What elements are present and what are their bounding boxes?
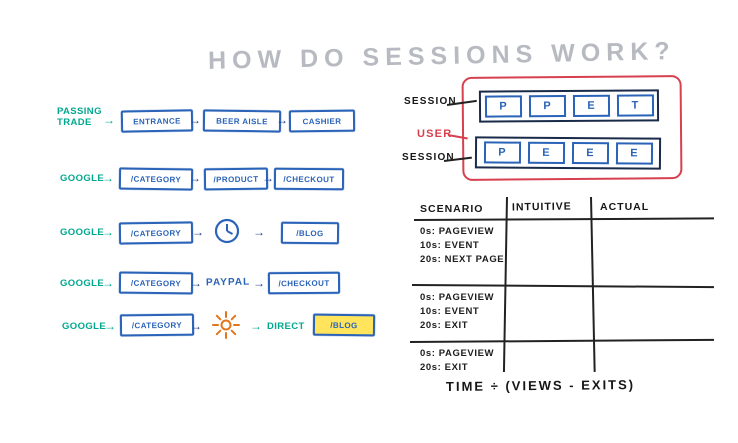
flow5-source: GOOGLE: [62, 321, 107, 332]
session-cell: T: [616, 94, 654, 117]
session-cell: E: [571, 142, 609, 165]
arrow-icon: →: [253, 225, 265, 239]
scenario-line: 0s: PAGEVIEW: [420, 348, 495, 359]
arrow-icon: →: [104, 319, 116, 333]
arrow-icon: →: [189, 113, 201, 127]
arrow-icon: →: [192, 225, 204, 239]
session-row-2: P E E E: [474, 136, 662, 170]
user-label: USER: [417, 128, 453, 140]
scenario-line: 20s: EXIT: [420, 320, 469, 331]
session-cell: E: [615, 142, 653, 165]
flow-box-beer-aisle: BEER AISLE: [202, 109, 282, 133]
session-row-1: P P E T: [478, 89, 660, 123]
session-cell: P: [484, 95, 522, 118]
session-cell: E: [572, 94, 610, 117]
flow-box-category: /CATEGORY: [119, 313, 195, 337]
session-cell: P: [528, 95, 566, 118]
arrow-icon: →: [250, 319, 262, 333]
flow-box-category: /CATEGORY: [118, 167, 194, 191]
flow-box-cashier: CASHIER: [288, 109, 356, 133]
flow-box-checkout: /CHECKOUT: [273, 167, 345, 191]
flow1-source: PASSING TRADE: [57, 106, 102, 128]
arrow-icon: →: [253, 276, 265, 290]
table-line: [411, 284, 714, 288]
table-line: [409, 338, 714, 343]
arrow-icon: →: [190, 319, 202, 333]
flow-box-blog: /BLOG: [280, 221, 340, 245]
session-bottom-label: SESSION: [402, 152, 455, 163]
arrow-icon: →: [102, 276, 114, 290]
flow-box-category: /CATEGORY: [118, 221, 194, 245]
flow-box-category: /CATEGORY: [118, 271, 194, 295]
time-formula: TIME ÷ (VIEWS - EXITS): [445, 377, 636, 394]
flow3-source: GOOGLE: [60, 227, 105, 238]
scenario-line: 0s: PAGEVIEW: [420, 226, 495, 237]
arrow-icon: →: [190, 276, 202, 290]
sun-icon: [210, 309, 242, 346]
table-header-scenario: SCENARIO: [420, 203, 484, 215]
session-top-label: SESSION: [404, 96, 457, 107]
paypal-label: PAYPAL: [205, 276, 251, 289]
flow-box-checkout: /CHECKOUT: [267, 271, 341, 295]
scenario-line: 10s: EVENT: [420, 240, 480, 251]
table-line: [413, 217, 714, 221]
flow2-source: GOOGLE: [60, 173, 105, 184]
scenario-line: 20s: EXIT: [420, 362, 469, 373]
scenario-line: 10s: EVENT: [420, 306, 480, 317]
arrow-icon: →: [102, 171, 114, 185]
flow-box-blog-highlighted: /BLOG: [312, 313, 376, 337]
table-header-actual: ACTUAL: [600, 201, 650, 213]
arrow-icon: →: [102, 225, 114, 239]
page-title: HOW DO SESSIONS WORK?: [207, 37, 676, 75]
flow1-source-line2: TRADE: [57, 117, 92, 128]
arrow-icon: →: [189, 171, 201, 185]
session-cell: P: [483, 141, 521, 164]
flow1-source-line1: PASSING: [57, 106, 102, 117]
scenario-line: 0s: PAGEVIEW: [420, 292, 495, 303]
flow-box-entrance: ENTRANCE: [120, 109, 194, 133]
table-header-intuitive: INTUITIVE: [511, 200, 572, 214]
arrow-icon: →: [103, 113, 115, 127]
direct-label: DIRECT: [267, 321, 305, 332]
flow4-source: GOOGLE: [60, 278, 105, 289]
arrow-icon: →: [262, 171, 274, 185]
clock-icon: [212, 216, 242, 251]
scenario-line: 20s: NEXT PAGE: [420, 254, 505, 265]
session-cell: E: [527, 141, 565, 164]
flow-box-product: /PRODUCT: [203, 167, 269, 191]
arrow-icon: →: [276, 113, 288, 127]
